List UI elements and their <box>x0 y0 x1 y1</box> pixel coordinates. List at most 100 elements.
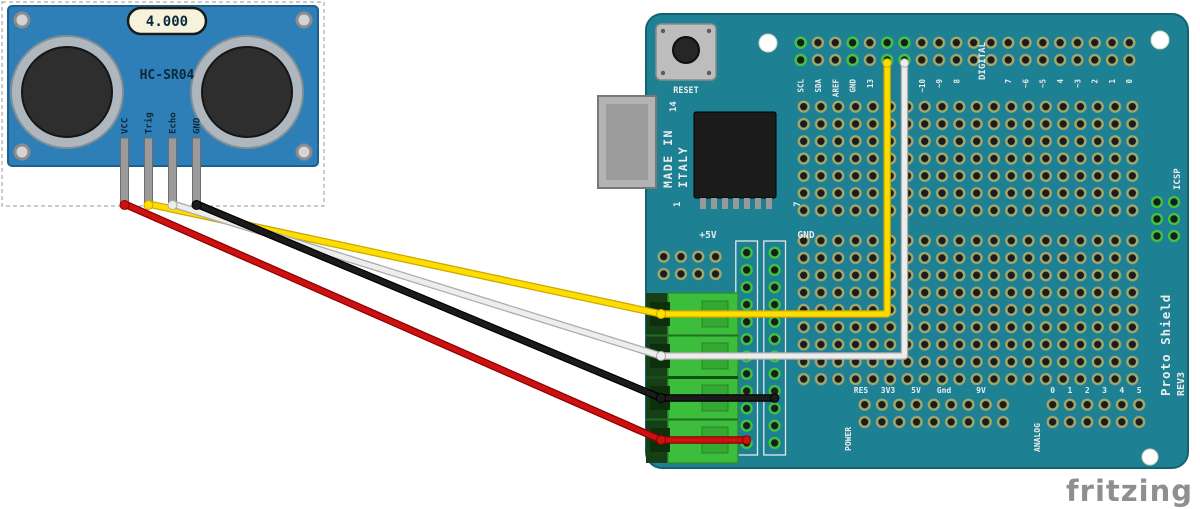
ic-chip[interactable] <box>693 111 777 209</box>
digital-pin-label: GND <box>849 79 858 93</box>
mounting-hole <box>295 143 313 161</box>
digital-header-holes[interactable] <box>792 34 1138 69</box>
ic-pin <box>722 198 728 209</box>
power-pin-label: 3V3 <box>881 386 896 395</box>
connected-pin-hole[interactable] <box>794 53 807 67</box>
digital-pin-label: ~5 <box>1039 79 1048 88</box>
hole-grid[interactable] <box>655 248 725 283</box>
pin-vcc[interactable] <box>120 137 129 207</box>
reset-button[interactable] <box>655 23 717 81</box>
proto-holes-upper[interactable] <box>795 98 1141 220</box>
board-name-label: Proto Shield <box>1158 294 1173 396</box>
power-pin-label: 9V <box>976 386 986 395</box>
digital-group-label: DIGITAL <box>978 41 988 80</box>
digital-pin-label: 4 <box>1056 79 1065 84</box>
icsp-hole[interactable] <box>1150 212 1164 226</box>
fritzing-watermark: fritzing <box>1066 474 1193 508</box>
power-bus-5v[interactable] <box>738 244 756 452</box>
icsp-hole[interactable] <box>1167 212 1181 226</box>
digital-pin-label: 2 <box>1091 79 1100 84</box>
pin-label-gnd: GND <box>193 117 203 134</box>
wire-end-cap[interactable] <box>656 309 666 319</box>
proto-holes-mid[interactable] <box>795 232 1141 388</box>
wire-end-cap[interactable] <box>656 435 666 445</box>
button-pin <box>706 28 712 34</box>
icsp-hole[interactable] <box>1150 195 1164 209</box>
connected-pin-hole[interactable] <box>881 36 894 49</box>
power-pin-label: Gnd <box>937 386 952 395</box>
bus-gnd-label: GND <box>797 230 814 241</box>
wire-end-cap[interactable] <box>741 435 752 445</box>
button-pin <box>660 28 666 34</box>
wire-end-cap[interactable] <box>899 58 910 68</box>
bus-holes[interactable] <box>766 244 784 452</box>
icsp-header[interactable] <box>1150 195 1181 243</box>
wire-end-cap[interactable] <box>167 200 178 210</box>
ic-pin <box>733 198 739 209</box>
wire-end-cap[interactable] <box>656 393 666 403</box>
icsp-hole[interactable] <box>1167 229 1181 243</box>
power-pin-label: RES <box>854 386 869 395</box>
pin-label-trig: Trig <box>144 112 155 134</box>
wire-end-cap[interactable] <box>191 200 202 210</box>
reset-button-cap[interactable] <box>672 36 700 64</box>
usb-top <box>606 104 648 180</box>
wire-end-cap[interactable] <box>769 393 780 403</box>
connected-pin-hole[interactable] <box>846 36 859 49</box>
transducer-left <box>10 35 124 149</box>
hole-grid[interactable] <box>795 98 1141 220</box>
digital-pin-label: SCL <box>797 79 806 93</box>
wire-trig-yellow-jumper[interactable] <box>658 60 890 317</box>
made-in-label: MADE IN <box>661 129 675 188</box>
digital-pin-label: ~3 <box>1073 79 1082 89</box>
wire-vcc-red[interactable] <box>122 201 664 443</box>
bus-holes[interactable] <box>738 244 756 452</box>
ic-pin1-label: 1 <box>673 202 683 207</box>
reset-label: RESET <box>673 86 699 96</box>
pin-echo[interactable] <box>168 137 177 207</box>
wires[interactable] <box>119 58 910 445</box>
analog-pin-label: 2 <box>1085 386 1090 395</box>
pin-trig[interactable] <box>144 137 153 207</box>
transducer-mesh <box>201 46 293 138</box>
wire-end-cap[interactable] <box>119 200 130 210</box>
crystal-label: 4.000 <box>146 14 188 30</box>
analog-pin-label: 1 <box>1068 386 1073 395</box>
wire-gnd-black[interactable] <box>194 201 664 401</box>
ic-body[interactable] <box>693 111 777 199</box>
usb-connector[interactable] <box>597 95 657 189</box>
hole-grid[interactable] <box>795 232 1141 388</box>
ic-pin14-label: 14 <box>669 101 679 112</box>
wire-end-cap[interactable] <box>882 58 892 68</box>
wire-echo-white-jumper[interactable] <box>658 60 907 359</box>
analog-header-holes[interactable] <box>1044 396 1148 431</box>
connected-pin-hole[interactable] <box>898 36 911 49</box>
digital-pin-label: 0 <box>1125 79 1134 84</box>
digital-pin-label: SDA <box>814 79 823 93</box>
digital-pin-label: AREF <box>831 79 840 98</box>
power-bus-gnd[interactable] <box>766 244 784 452</box>
power-header-holes[interactable] <box>856 396 1012 431</box>
connected-pin-hole[interactable] <box>794 36 807 49</box>
analog-pin-label: 5 <box>1137 386 1142 395</box>
icsp-hole[interactable] <box>1150 229 1164 243</box>
hc-sr04-sensor[interactable]: 4.000 HC-SR04 VCC Trig Echo GND <box>1 1 325 207</box>
hole-grid[interactable] <box>792 34 1138 69</box>
wire-end-cap[interactable] <box>656 351 666 361</box>
pin-gnd[interactable] <box>192 137 201 207</box>
icsp-hole[interactable] <box>1167 195 1181 209</box>
proto-holes-left[interactable] <box>655 248 725 283</box>
italy-label: ITALY <box>676 146 690 188</box>
ic-pin <box>744 198 750 209</box>
mounting-hole <box>1150 30 1170 50</box>
wire-end-cap[interactable] <box>143 200 154 210</box>
digital-pin-label: 1 <box>1108 79 1117 84</box>
power-group-label: POWER <box>844 427 853 451</box>
hole-grid[interactable] <box>1044 396 1148 431</box>
button-pin <box>706 70 712 76</box>
hole-grid[interactable] <box>856 396 1012 431</box>
connected-pin-hole[interactable] <box>846 53 859 67</box>
digital-pin-label: ~6 <box>1021 79 1030 89</box>
